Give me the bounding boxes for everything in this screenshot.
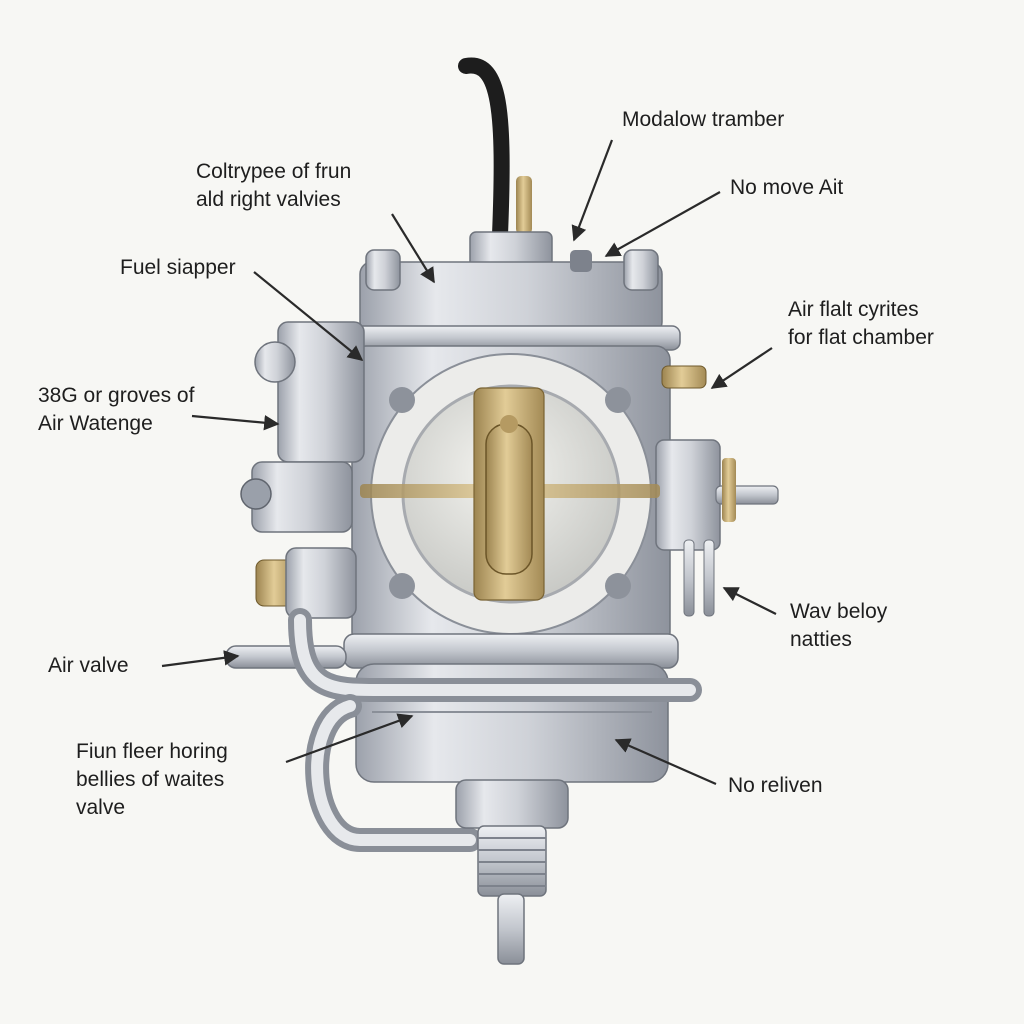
lower-left-block <box>285 547 357 619</box>
label-right-mid: Air flalt cyrites for flat chamber <box>788 298 934 349</box>
arrow-top-center <box>571 139 614 242</box>
label-bottom-right: No reliven <box>728 774 823 797</box>
needle-jet <box>485 423 533 575</box>
arrow-bottom-right <box>614 738 717 786</box>
overflow-pipe-shine <box>294 614 696 696</box>
stem-threads <box>478 837 546 887</box>
cap-bolt-right <box>623 249 659 291</box>
label-fuel: Fuel siapper <box>120 256 236 279</box>
arrow-bottom-left <box>285 713 414 764</box>
arrow-right-low <box>722 587 777 615</box>
return-pipe-shine <box>311 700 476 846</box>
label-left-mid: 38G or groves of Air Watenge <box>38 384 195 435</box>
needle-tip <box>500 415 518 433</box>
arrow-top-right <box>604 191 721 257</box>
top-brass-fitting <box>516 176 532 234</box>
bowl-ring <box>343 633 679 669</box>
top-cap <box>359 261 663 335</box>
left-screw <box>240 478 272 510</box>
label-top-left: Coltrypee of frun ald right valvies <box>196 160 352 211</box>
right-side-block <box>655 439 721 551</box>
arrow-top-left <box>391 213 435 284</box>
cap-bolt-left <box>365 249 401 291</box>
flange-bolt-br <box>605 573 631 599</box>
arrow-air-valve <box>161 650 240 668</box>
right-brass-screw <box>722 458 736 522</box>
drain-tube <box>497 893 525 965</box>
right-pin-1 <box>683 539 695 617</box>
stem-collar <box>455 779 569 829</box>
air-valve-pipe <box>225 645 347 669</box>
label-air-valve: Air valve <box>48 654 129 677</box>
flange-bolt-tr <box>605 387 631 413</box>
right-brass-nipple <box>661 365 707 389</box>
arrow-right-mid <box>710 347 773 389</box>
arrow-fuel <box>253 271 364 361</box>
label-right-low: Wav beloy natties <box>790 600 888 651</box>
left-side-cap <box>254 341 296 383</box>
label-top-right: No move Ait <box>730 176 844 199</box>
arrow-left-mid <box>191 414 280 431</box>
fuel-hose <box>458 57 510 243</box>
small-screw-top <box>570 250 592 272</box>
label-bottom-left: Fiun fleer horing bellies of waites valv… <box>76 740 228 819</box>
label-top-center: Modalow tramber <box>622 108 785 131</box>
flange-bolt-tl <box>389 387 415 413</box>
right-pin-2 <box>703 539 715 617</box>
flange-bolt-bl <box>389 573 415 599</box>
left-side-block <box>277 321 365 463</box>
